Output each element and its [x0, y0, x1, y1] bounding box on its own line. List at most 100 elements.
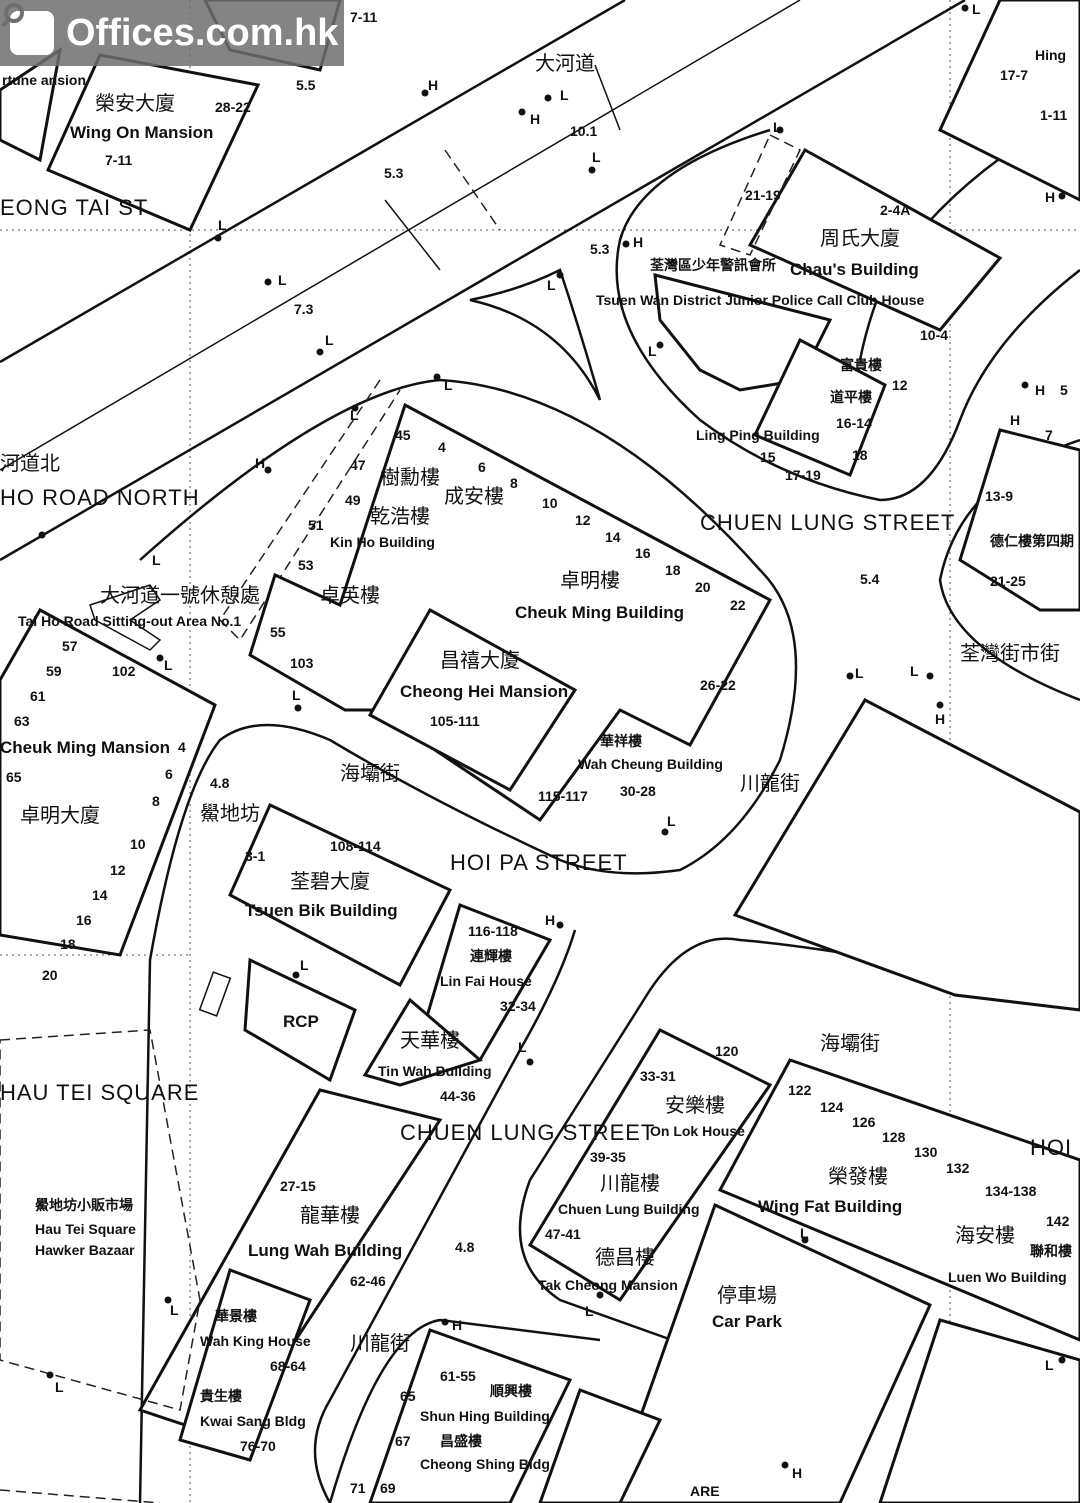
spot-heights: 5.5 10.1 5.3 5.3 7.3 5.4 4.8 4.8: [210, 77, 880, 1255]
building-number: 102: [112, 663, 136, 679]
building-label: 道平樓: [830, 389, 872, 405]
street-label: CHUEN LUNG STREET: [700, 510, 955, 535]
building-label: 26-22: [700, 677, 736, 693]
building-number: 49: [345, 492, 361, 508]
hydrant-marker: H: [633, 234, 643, 250]
building-label: Ling Ping Building: [696, 427, 820, 443]
building-label: 川龍樓: [600, 1171, 660, 1195]
building-label: 連輝樓: [470, 948, 512, 964]
lamp-marker: L: [350, 407, 359, 423]
building-label: 榮發樓: [828, 1164, 888, 1188]
building-label: Wah King House: [200, 1333, 311, 1349]
building-number: 22: [730, 597, 746, 613]
building-label: Kin Ho Building: [330, 534, 435, 550]
building-label: 21-25: [990, 573, 1026, 589]
building-number: 5: [1060, 382, 1068, 398]
building-label: 7-11: [105, 152, 132, 168]
street-label: 荃灣街市街: [960, 641, 1060, 665]
building-label: Tin Wah Building: [378, 1063, 492, 1079]
building-number: 10: [542, 495, 558, 511]
hawker-bazaar: [0, 1029, 201, 1411]
building-number: 142: [1046, 1213, 1070, 1229]
lamp-marker: L: [292, 687, 301, 703]
building-number: 14: [605, 529, 621, 545]
building-label: 18: [852, 447, 868, 463]
lamp-marker: L: [585, 1303, 594, 1319]
offices-logo[interactable]: Offices.com.hk: [0, 0, 344, 66]
building-label: 德仁樓第四期: [990, 533, 1074, 549]
street-label: 海壩街: [340, 761, 400, 785]
shun-hing-building: [368, 1328, 573, 1503]
building-label: 27-15: [280, 1178, 316, 1194]
building-label: Cheong Shing Bldg: [420, 1456, 550, 1472]
building-label: 安樂樓: [665, 1093, 725, 1117]
street-furniture-markers: L L L H H L L H L L L H L L L H H L L H …: [38, 1, 1066, 1481]
building-number: 4: [178, 739, 186, 755]
building-number: 12: [110, 862, 126, 878]
building-label: 17-7: [1000, 67, 1028, 83]
building-label: 華祥樓: [600, 733, 642, 749]
building-number: 18: [60, 936, 76, 952]
spot-height: 5.4: [860, 571, 880, 587]
building-number: 65: [400, 1388, 416, 1404]
lamp-marker: L: [1045, 1357, 1054, 1373]
building-label: Wing Fat Building: [758, 1197, 902, 1216]
spot-height: 10.1: [570, 123, 597, 139]
building-label: 15: [760, 449, 776, 465]
street-label: HOI PA STREET: [450, 850, 628, 875]
building-number: 132: [946, 1160, 970, 1176]
building-label: 16-14: [836, 415, 872, 431]
building-number: 59: [46, 663, 62, 679]
hydrant-marker: H: [428, 77, 438, 93]
building-number: 126: [852, 1114, 876, 1130]
building-label: 乾浩樓: [370, 504, 430, 528]
building-label: Luen Wo Building: [948, 1269, 1067, 1285]
building-label: 順興樓: [490, 1383, 532, 1399]
building-label: Tai Ho Road Sitting-out Area No.1: [18, 613, 241, 629]
lamp-marker: L: [278, 272, 287, 288]
spot-height: 4.8: [210, 775, 230, 791]
lamp-marker: L: [300, 957, 309, 973]
spot-height: 5.3: [590, 241, 610, 257]
building-label: 卓英樓: [320, 583, 380, 607]
building-label: RCP: [283, 1012, 319, 1031]
building-label: 21-19: [745, 187, 781, 203]
building-label: 13-9: [985, 488, 1013, 504]
lower-right-building: [878, 1318, 1080, 1503]
building-number: H: [1010, 412, 1020, 428]
lamp-marker: L: [855, 665, 864, 681]
building-label: Tsuen Bik Building: [245, 901, 398, 920]
lamp-marker: L: [648, 343, 657, 359]
street-label: HOI: [1030, 1135, 1072, 1160]
building-label: 卓明樓: [560, 568, 620, 592]
lamp-marker: L: [444, 377, 453, 393]
wing-on-mansion: [45, 53, 261, 232]
street-label: EONG TAI ST: [0, 195, 148, 220]
wah-king-house: [178, 1268, 312, 1462]
car-park-lower: [608, 1202, 932, 1503]
lamp-marker: L: [667, 813, 676, 829]
building-label: Cheong Hei Mansion: [400, 682, 568, 701]
building-number: 16: [76, 912, 92, 928]
building-label: 28-22: [215, 99, 251, 115]
lamp-marker: L: [547, 277, 556, 293]
building-number: 71: [350, 1480, 366, 1496]
building-label: Hau Tei Square: [35, 1221, 136, 1237]
spot-height: 5.3: [384, 165, 404, 181]
building-label: Hawker Bazaar: [35, 1242, 135, 1258]
building-number: 63: [14, 713, 30, 729]
building-label: Tak Cheong Mansion: [538, 1277, 678, 1293]
building-labels: rtune ansion 榮安大廈 Wing On Mansion 28-22 …: [0, 9, 1074, 1499]
lamp-marker: L: [55, 1379, 64, 1395]
building-number: 4: [438, 439, 446, 455]
building-label: 卓明大廈: [20, 803, 100, 827]
building-number: 6: [478, 459, 486, 475]
building-label: 10-4: [920, 327, 948, 343]
lung-wah-building: [137, 1088, 443, 1442]
hing-building: [938, 0, 1080, 202]
building-number: 47: [350, 457, 366, 473]
lamp-marker: L: [560, 87, 569, 103]
lamp-marker: L: [164, 657, 173, 673]
